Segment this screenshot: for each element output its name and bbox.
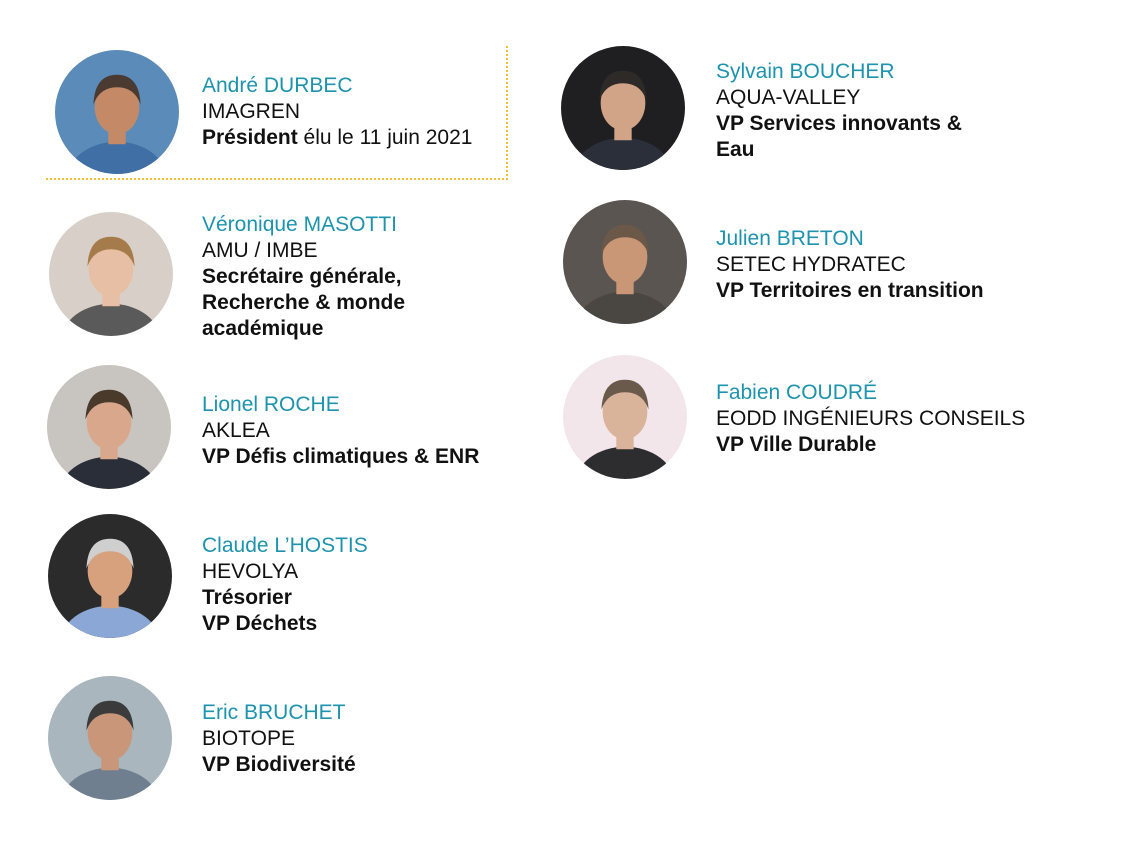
member-name: Véronique MASOTTI bbox=[202, 213, 397, 236]
hair bbox=[93, 74, 141, 105]
portrait-silhouette bbox=[48, 514, 172, 638]
face bbox=[602, 384, 648, 440]
member-organization: AMU / IMBE bbox=[202, 239, 318, 262]
member-info: Lionel ROCHE AKLEA VP Défis climatiques … bbox=[202, 392, 479, 470]
portrait-photo bbox=[48, 514, 172, 638]
member-role-line: Eau bbox=[716, 138, 755, 161]
member-organization: IMAGREN bbox=[202, 100, 301, 123]
face bbox=[600, 75, 646, 131]
portrait-photo bbox=[563, 200, 687, 324]
member-name: Fabien COUDRÉ bbox=[716, 381, 878, 404]
member-organization: AKLEA bbox=[202, 419, 270, 442]
member-role: Président élu le 11 juin 2021 bbox=[202, 126, 472, 149]
member-info: Véronique MASOTTI AMU / IMBE Secrétaire … bbox=[202, 212, 405, 342]
member-info: Sylvain BOUCHER AQUA-VALLEY VP Services … bbox=[716, 59, 962, 163]
member-role-line: VP Biodiversité bbox=[202, 753, 356, 776]
face bbox=[88, 241, 134, 297]
shoulders bbox=[60, 605, 160, 638]
hair bbox=[86, 538, 134, 569]
member-role-line: Recherche & monde bbox=[202, 291, 406, 314]
shoulders bbox=[575, 291, 675, 324]
member-role-line: VP Déchets bbox=[202, 612, 318, 635]
member-organization: SETEC HYDRATEC bbox=[716, 253, 906, 276]
hair bbox=[601, 379, 649, 410]
face bbox=[94, 79, 140, 135]
portrait-silhouette bbox=[47, 365, 171, 489]
member-info: Claude L’HOSTIS HEVOLYA Trésorier VP Déc… bbox=[202, 533, 368, 637]
portrait-photo bbox=[55, 50, 179, 174]
member-role-detail: élu le 11 juin 2021 bbox=[297, 126, 473, 149]
portrait-silhouette bbox=[561, 46, 685, 170]
hair bbox=[87, 236, 135, 267]
member-name: Lionel ROCHE bbox=[202, 393, 340, 416]
portrait-photo bbox=[563, 355, 687, 479]
member-info: André DURBEC IMAGREN Président élu le 11… bbox=[202, 73, 472, 151]
face bbox=[87, 705, 133, 761]
hair bbox=[599, 70, 647, 101]
portrait-silhouette bbox=[48, 676, 172, 800]
president-highlight-box bbox=[46, 46, 508, 180]
member-info: Julien BRETON SETEC HYDRATEC VP Territoi… bbox=[716, 226, 984, 304]
member-organization: EODD INGÉNIEURS CONSEILS bbox=[716, 407, 1026, 430]
face bbox=[87, 543, 133, 599]
member-organization: AQUA-VALLEY bbox=[716, 86, 861, 109]
member-info: Fabien COUDRÉ EODD INGÉNIEURS CONSEILS V… bbox=[716, 380, 1025, 458]
face bbox=[86, 394, 132, 450]
member-info: Eric BRUCHET BIOTOPE VP Biodiversité bbox=[202, 700, 356, 778]
member-name: André DURBEC bbox=[202, 74, 353, 97]
portrait-photo bbox=[49, 212, 173, 336]
shoulders bbox=[60, 767, 160, 800]
member-role-line: VP Ville Durable bbox=[716, 433, 877, 456]
shoulders bbox=[67, 141, 167, 174]
portrait-silhouette bbox=[49, 212, 173, 336]
shoulders bbox=[573, 137, 673, 170]
member-role-title: Président bbox=[202, 126, 298, 149]
portrait-silhouette bbox=[563, 355, 687, 479]
member-name: Sylvain BOUCHER bbox=[716, 60, 895, 83]
member-role-line: VP Services innovants & bbox=[716, 112, 962, 135]
shoulders bbox=[575, 446, 675, 479]
face bbox=[602, 229, 648, 285]
member-name: Eric BRUCHET bbox=[202, 701, 346, 724]
portrait-photo bbox=[47, 365, 171, 489]
member-organization: BIOTOPE bbox=[202, 727, 295, 750]
portrait-silhouette bbox=[55, 50, 179, 174]
member-role-line: Trésorier bbox=[202, 586, 292, 609]
hair bbox=[601, 224, 649, 255]
member-name: Claude L’HOSTIS bbox=[202, 534, 368, 557]
hair bbox=[85, 389, 133, 420]
shoulders bbox=[61, 303, 161, 336]
hair bbox=[86, 700, 134, 731]
portrait-photo bbox=[561, 46, 685, 170]
member-role-line: Secrétaire générale, bbox=[202, 265, 402, 288]
portrait-silhouette bbox=[563, 200, 687, 324]
member-organization: HEVOLYA bbox=[202, 560, 299, 583]
portrait-photo bbox=[48, 676, 172, 800]
shoulders bbox=[59, 456, 159, 489]
member-name: Julien BRETON bbox=[716, 227, 864, 250]
member-role-line: académique bbox=[202, 317, 324, 340]
member-role-line: VP Territoires en transition bbox=[716, 279, 984, 302]
member-role-line: VP Défis climatiques & ENR bbox=[202, 445, 480, 468]
